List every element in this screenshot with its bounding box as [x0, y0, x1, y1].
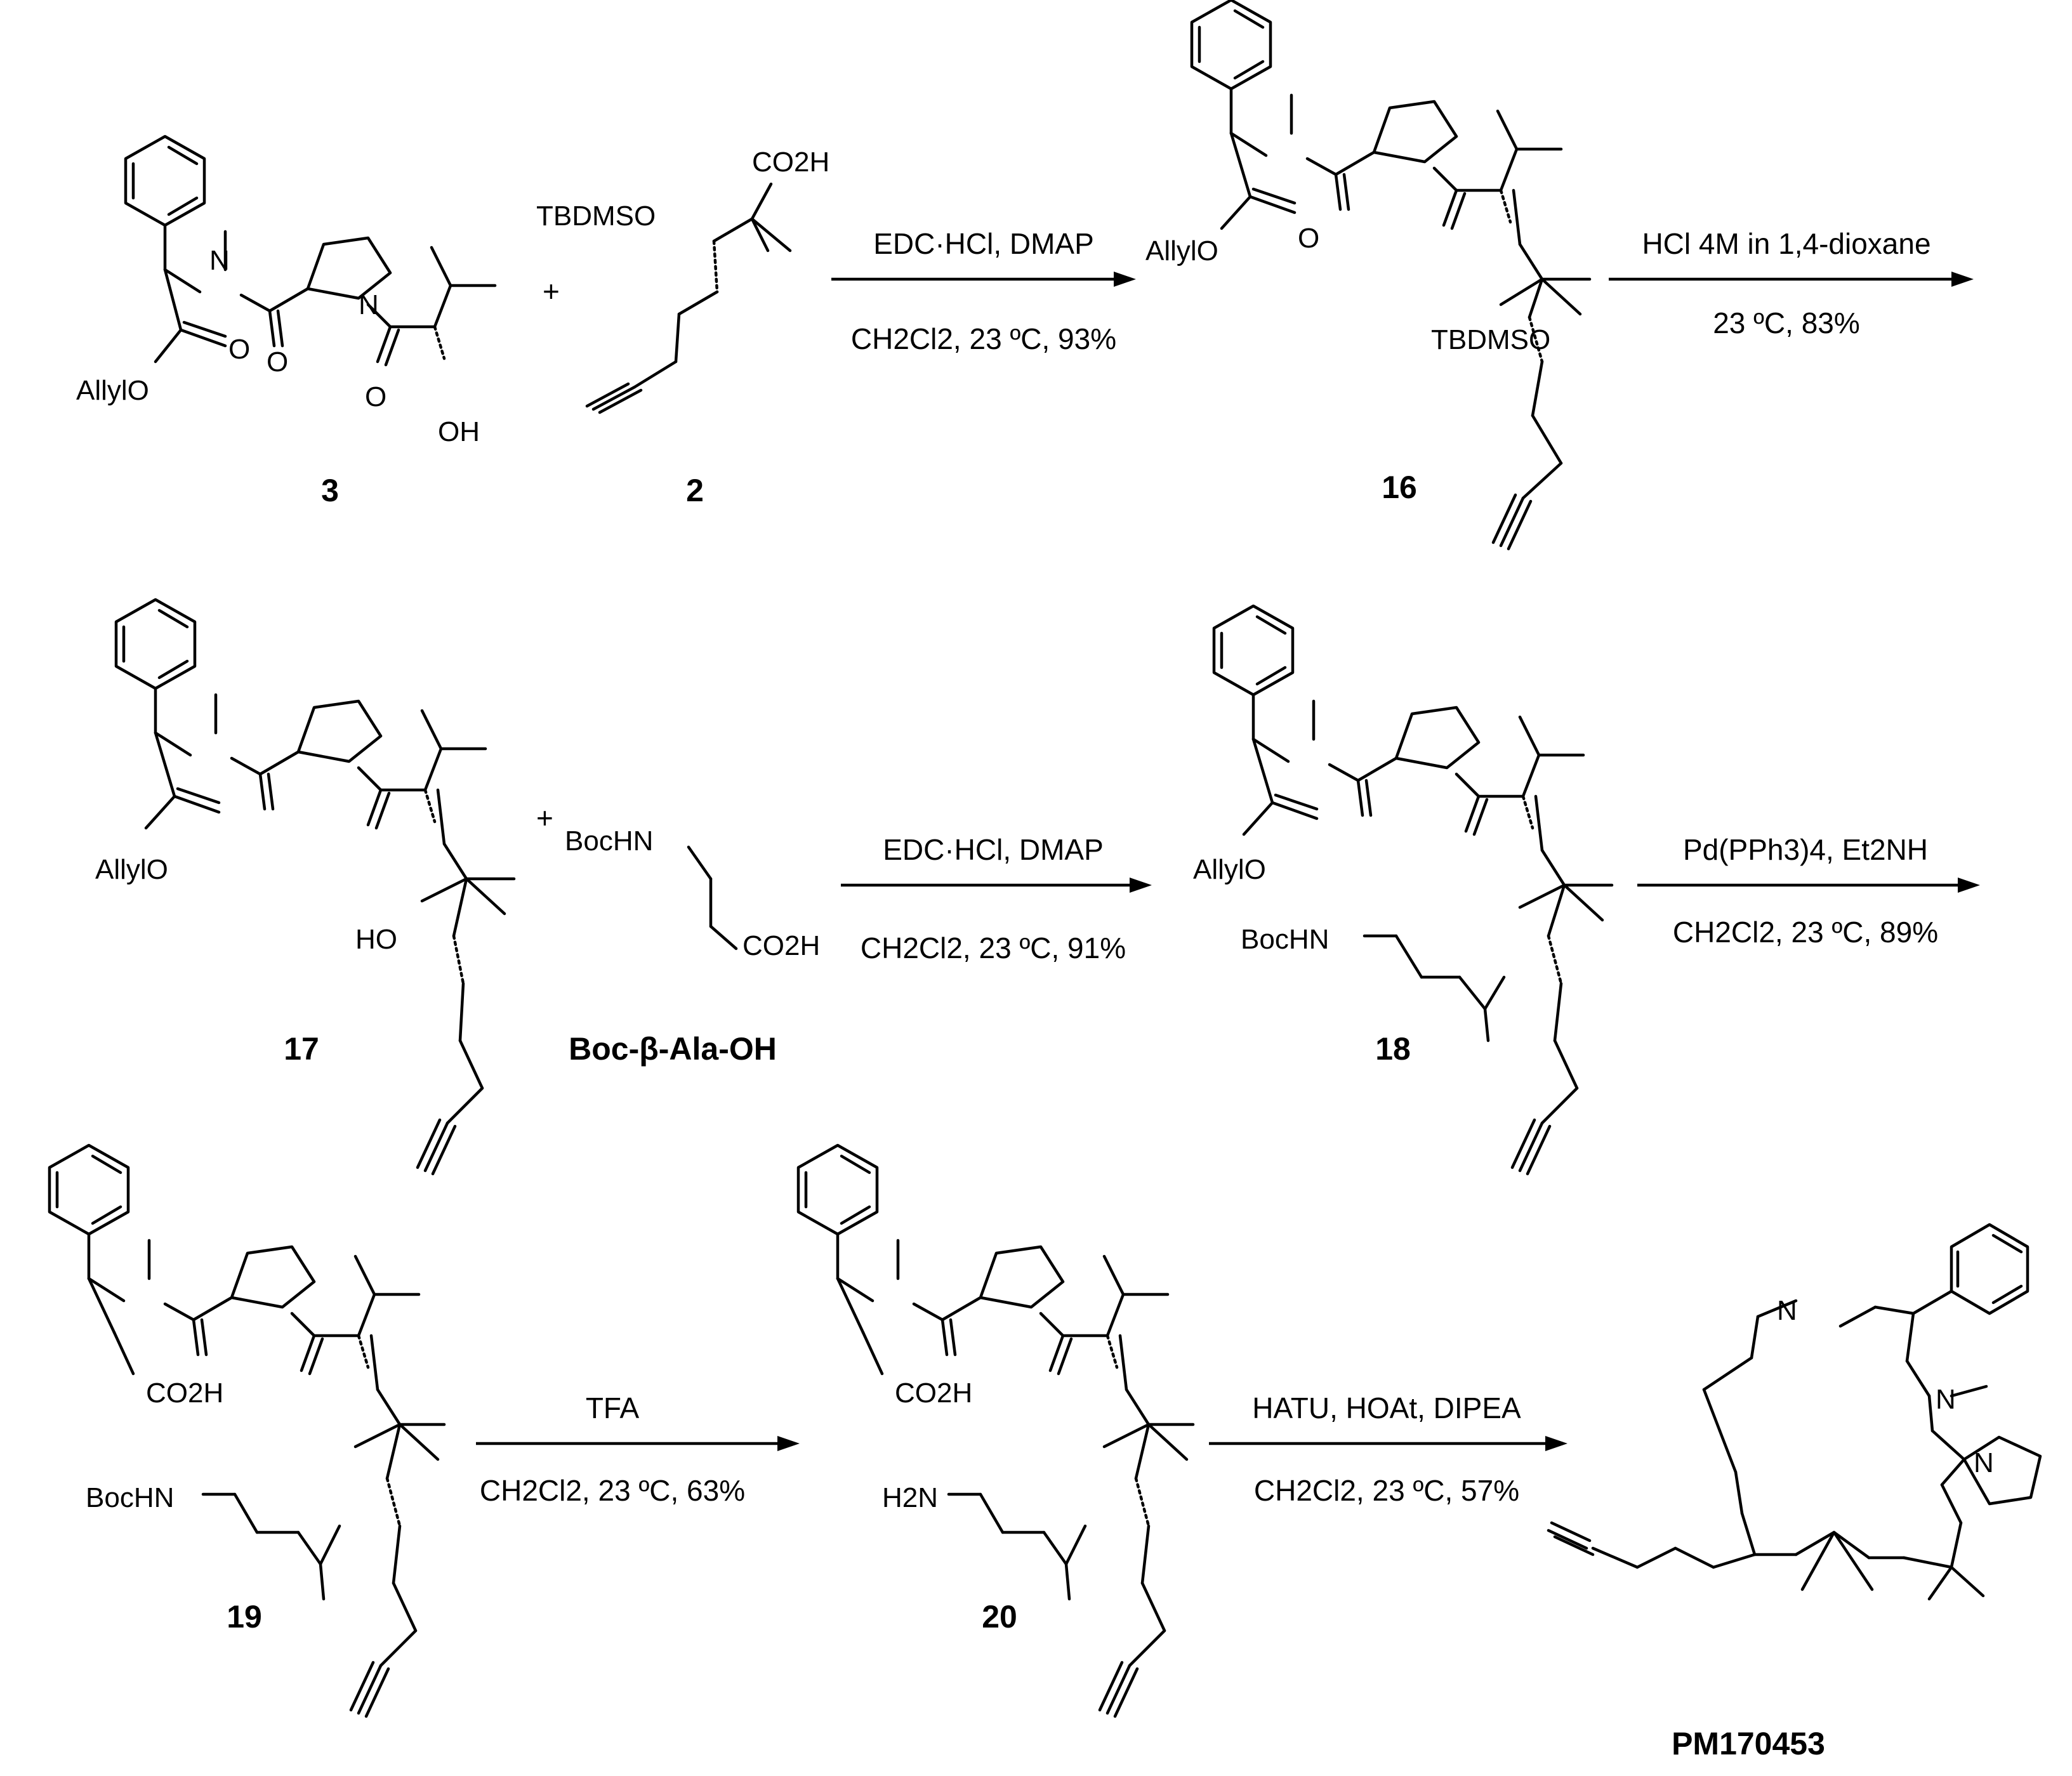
compound-label-17: 17	[284, 1031, 319, 1067]
tbdmso-label: TBDMSO	[536, 201, 656, 232]
step-2-conditions: 23 ºC, 83%	[1713, 306, 1860, 339]
compound-label-2: 2	[686, 473, 704, 508]
compound-20-structure: CO2H H2N	[798, 1145, 1195, 1718]
step-1-reagents: EDC·HCl, DMAP	[873, 227, 1094, 260]
step-1-conditions: CH2Cl2, 23 ºC, 93%	[851, 322, 1116, 355]
pm170453-structure: N N N	[1547, 1223, 2042, 1601]
reaction-arrow-4	[1637, 878, 1980, 893]
compound-label-19: 19	[227, 1599, 262, 1635]
compound-label-pm170453: PM170453	[1672, 1726, 1825, 1761]
ester-o-label-16: O	[1298, 223, 1319, 254]
boc-beta-ala-structure: BocHN CO2H	[565, 826, 820, 961]
allylo-label: AllylO	[76, 375, 149, 406]
compound-2-structure: TBDMSO CO2H	[536, 147, 829, 414]
compound-17-structure: AllylO HO	[95, 600, 516, 1176]
plus-sign-2: +	[536, 801, 553, 834]
step-3-conditions: CH2Cl2, 23 ºC, 91%	[861, 931, 1126, 964]
co2h-label-20: CO2H	[895, 1378, 972, 1409]
co2h-label-19: CO2H	[146, 1378, 223, 1409]
nh-label-pm: N	[1777, 1295, 1797, 1326]
n-label-pm: N	[1936, 1384, 1956, 1415]
step-6-conditions: CH2Cl2, 23 ºC, 57%	[1254, 1474, 1519, 1507]
amide-o-label: O	[267, 346, 288, 378]
acyl-o-label: O	[365, 381, 386, 412]
compound-label-16: 16	[1382, 470, 1417, 505]
bochn-label-19: BocHN	[86, 1482, 174, 1513]
bochn-label-18: BocHN	[1241, 924, 1329, 955]
oh-label: OH	[438, 416, 480, 447]
step-4-conditions: CH2Cl2, 23 ºC, 89%	[1673, 916, 1938, 949]
step-5-reagents: TFA	[586, 1391, 640, 1424]
reaction-arrow-5	[476, 1436, 800, 1451]
compound-18-structure: AllylO BocHN	[1193, 606, 1614, 1176]
plus-sign-1: +	[543, 275, 560, 308]
compound-3-structure: AllylO O N O N O OH	[76, 136, 495, 447]
co2h-label: CO2H	[752, 147, 829, 178]
co2h-label-ala: CO2H	[742, 930, 820, 961]
ester-o-label: O	[228, 334, 250, 365]
compound-label-18: 18	[1375, 1031, 1411, 1067]
reaction-arrow-6	[1209, 1436, 1567, 1451]
pro-n-label-pm: N	[1974, 1447, 1994, 1478]
compound-label-boc-ala: Boc-β-Ala-OH	[569, 1031, 777, 1067]
reaction-arrow-3	[841, 878, 1152, 893]
ho-label-17: HO	[355, 924, 397, 955]
reaction-arrow-2	[1609, 272, 1974, 287]
allylo-label-18: AllylO	[1193, 854, 1266, 885]
tbdmso-label-16: TBDMSO	[1431, 324, 1550, 355]
step-6-reagents: HATU, HOAt, DIPEA	[1252, 1391, 1521, 1424]
compound-19-structure: CO2H BocHN	[49, 1145, 446, 1718]
compound-16-structure: AllylO O TBDMSO	[1145, 0, 1592, 551]
compound-label-3: 3	[321, 473, 339, 508]
step-4-reagents: Pd(PPh3)4, Et2NH	[1683, 833, 1928, 866]
n-label: N	[209, 245, 230, 276]
step-5-conditions: CH2Cl2, 23 ºC, 63%	[480, 1474, 745, 1507]
compound-label-20: 20	[982, 1599, 1017, 1635]
reaction-arrow-1	[831, 272, 1136, 287]
step-3-reagents: EDC·HCl, DMAP	[883, 833, 1104, 866]
allylo-label-16: AllylO	[1145, 235, 1218, 266]
allylo-label-17: AllylO	[95, 854, 168, 885]
bochn-label: BocHN	[565, 826, 653, 857]
h2n-label-20: H2N	[882, 1482, 938, 1513]
pro-n-label: N	[359, 289, 379, 320]
step-2-reagents: HCl 4M in 1,4-dioxane	[1642, 227, 1930, 260]
